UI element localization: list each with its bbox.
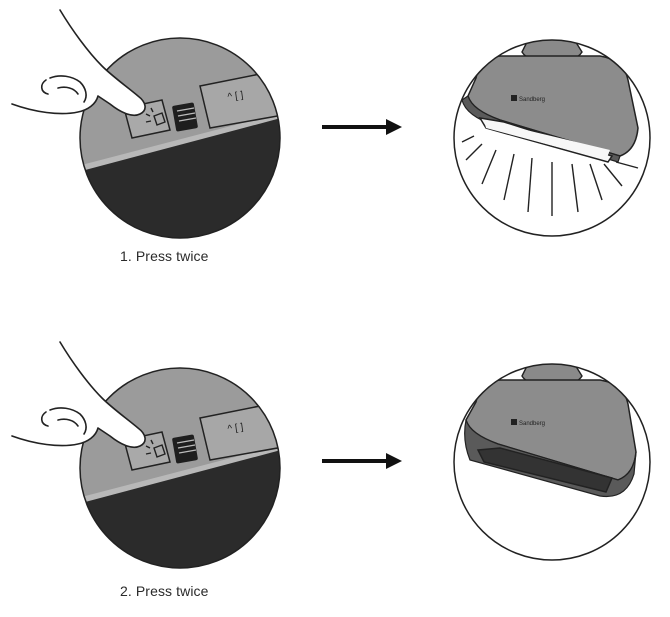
hand-icon bbox=[11, 341, 146, 449]
light-button-icon bbox=[145, 439, 166, 458]
step-2-light-off: Sandberg bbox=[453, 363, 651, 561]
step-1-light-on: Sandberg bbox=[453, 39, 651, 237]
battery-icon bbox=[172, 102, 198, 132]
svg-text:^ [ ]: ^ [ ] bbox=[227, 90, 244, 103]
brand-logo: Sandberg bbox=[511, 419, 545, 427]
step-1: ^ [ ] bbox=[11, 9, 651, 239]
svg-text:^ [ ]: ^ [ ] bbox=[227, 422, 244, 435]
svg-text:Sandberg: Sandberg bbox=[519, 97, 545, 103]
step-1-button-closeup: ^ [ ] bbox=[79, 37, 281, 239]
light-button-icon bbox=[145, 107, 166, 126]
arrow-right-icon bbox=[322, 119, 402, 135]
brand-logo: Sandberg bbox=[511, 95, 545, 103]
svg-text:Sandberg: Sandberg bbox=[519, 421, 545, 427]
step-2-caption: 2. Press twice bbox=[120, 583, 209, 599]
battery-icon bbox=[172, 434, 198, 464]
arrow-right-icon bbox=[322, 453, 402, 469]
hand-icon bbox=[11, 9, 146, 117]
step-1-caption: 1. Press twice bbox=[120, 248, 209, 264]
step-2: ^ [ ] bbox=[11, 341, 651, 569]
step-2-button-closeup: ^ [ ] bbox=[79, 367, 281, 569]
